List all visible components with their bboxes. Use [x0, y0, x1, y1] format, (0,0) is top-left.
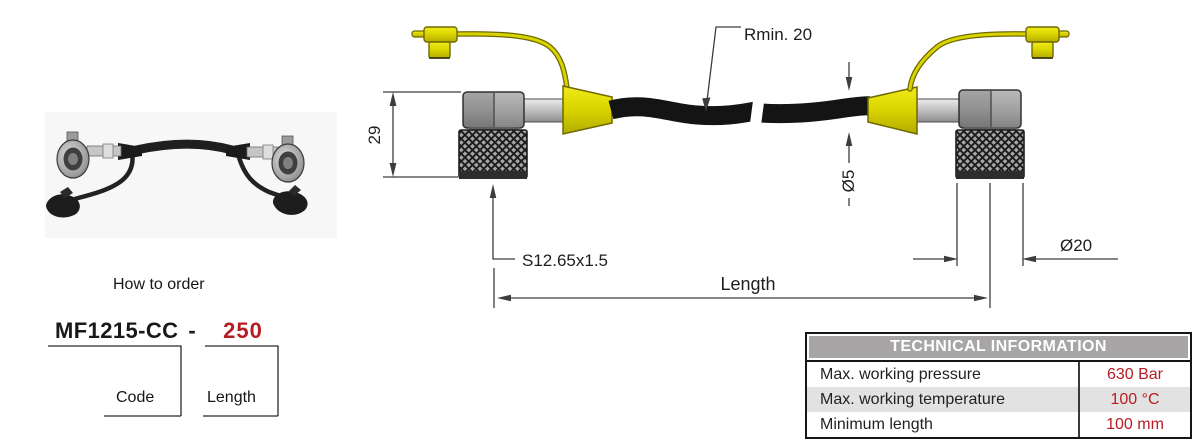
- dim-29-lines: [383, 91, 461, 178]
- hose: [608, 93, 871, 133]
- order-separator: -: [188, 318, 197, 343]
- order-length-value: 250: [223, 318, 263, 343]
- right-hex-facet-shade: [959, 90, 991, 128]
- dim-29-label: 29: [365, 126, 384, 145]
- left-cap-nub: [411, 30, 426, 38]
- dim-dia20-lines: [913, 183, 1118, 266]
- left-cap-plug: [428, 41, 451, 59]
- left-knurled-nut: [458, 129, 528, 179]
- table-body: Max. working pressure 630 Bar Max. worki…: [807, 360, 1190, 437]
- length-label: Length: [207, 389, 256, 406]
- left-cap-strap: [454, 32, 569, 91]
- dim-thread-leader: [492, 198, 515, 260]
- right-knurled-base-band: [956, 171, 1024, 179]
- order-code-row: MF1215-CC - 250: [55, 318, 263, 344]
- table-title: TECHNICAL INFORMATION: [809, 336, 1188, 358]
- how-to-order-heading: How to order: [113, 276, 205, 293]
- arrow-dia20-left: [944, 255, 958, 263]
- right-dust-cap: [907, 26, 1070, 92]
- code-label: Code: [116, 389, 155, 406]
- photo-right-bend-restrictor: [226, 143, 250, 160]
- right-fitting: [867, 86, 1025, 179]
- photo-hose: [135, 139, 234, 155]
- arrow-29-bottom: [389, 163, 397, 177]
- row-label: Max. working pressure: [820, 366, 981, 383]
- right-knurled-nut: [955, 129, 1025, 179]
- dim-dia5-label: Ø5: [839, 170, 858, 193]
- dim-length-label: Length: [720, 274, 775, 294]
- dim-rmin-leader: [706, 26, 741, 102]
- hose-right-segment: [760, 96, 871, 124]
- photo-right-tube-band: [262, 144, 274, 160]
- table-row-pressure: Max. working pressure 630 Bar: [807, 362, 1190, 387]
- arrow-length-right: [974, 294, 988, 302]
- right-cap-strap-outline: [907, 31, 1031, 92]
- photo-right-connector-port: [283, 157, 293, 169]
- arrow-dia5-top: [845, 77, 853, 91]
- photo-right-cap-nub: [289, 185, 301, 196]
- length-bracket: [203, 345, 279, 417]
- dim-rmin-label: Rmin. 20: [744, 25, 812, 44]
- hose-break-symbol: [749, 93, 765, 133]
- arrow-dia20-right: [1022, 255, 1036, 263]
- photo-right-dust-cap: [272, 191, 308, 215]
- row-label: Max. working temperature: [820, 391, 1005, 408]
- arrow-thread: [489, 184, 497, 198]
- arrow-rmin: [702, 97, 711, 112]
- right-cap-strap: [908, 32, 1030, 91]
- arrow-29-top: [389, 92, 397, 106]
- photo-left-dust-cap: [46, 194, 80, 218]
- product-code: MF1215-CC: [55, 318, 179, 343]
- dim-dia20-label: Ø20: [1060, 236, 1092, 255]
- left-fitting: [458, 85, 613, 179]
- photo-left-bend-restrictor: [118, 143, 142, 160]
- left-cap-flange: [423, 26, 458, 43]
- left-tube: [522, 98, 568, 123]
- dim-length-lines: [493, 183, 991, 308]
- technical-information-table: TECHNICAL INFORMATION Max. working press…: [805, 332, 1192, 439]
- left-dust-cap: [411, 26, 570, 92]
- hose-left-segment: [608, 97, 758, 126]
- left-cap-strap-outline: [453, 31, 570, 92]
- row-label: Minimum length: [820, 416, 933, 433]
- right-tube: [912, 98, 962, 123]
- table-row-min-length: Minimum length 100 mm: [807, 412, 1190, 437]
- left-hex-facet-shade: [463, 92, 494, 128]
- right-cap-plug: [1031, 41, 1054, 59]
- right-bend-restrictor-cone: [867, 86, 918, 135]
- row-value: 100 °C: [1078, 387, 1190, 412]
- order-brackets: [48, 345, 279, 417]
- code-bracket: [48, 345, 182, 417]
- table-row-temperature: Max. working temperature 100 °C: [807, 387, 1190, 412]
- row-value: 630 Bar: [1078, 362, 1190, 387]
- photo-left-tube-band: [102, 143, 114, 159]
- product-photo: [45, 112, 337, 238]
- row-value: 100 mm: [1078, 412, 1190, 437]
- dimension-arrows: [389, 77, 1036, 302]
- dimension-lines: [383, 26, 1118, 308]
- photo-left-connector-port: [68, 153, 78, 165]
- dim-thread-label: S12.65x1.5: [522, 251, 608, 270]
- arrow-length-left: [497, 294, 511, 302]
- arrow-dia5-bottom: [845, 132, 853, 146]
- left-knurled-base-band: [459, 171, 527, 179]
- right-cap-flange: [1025, 26, 1060, 43]
- left-bend-restrictor-cone: [562, 85, 613, 135]
- photo-left-cap-nub: [60, 187, 73, 198]
